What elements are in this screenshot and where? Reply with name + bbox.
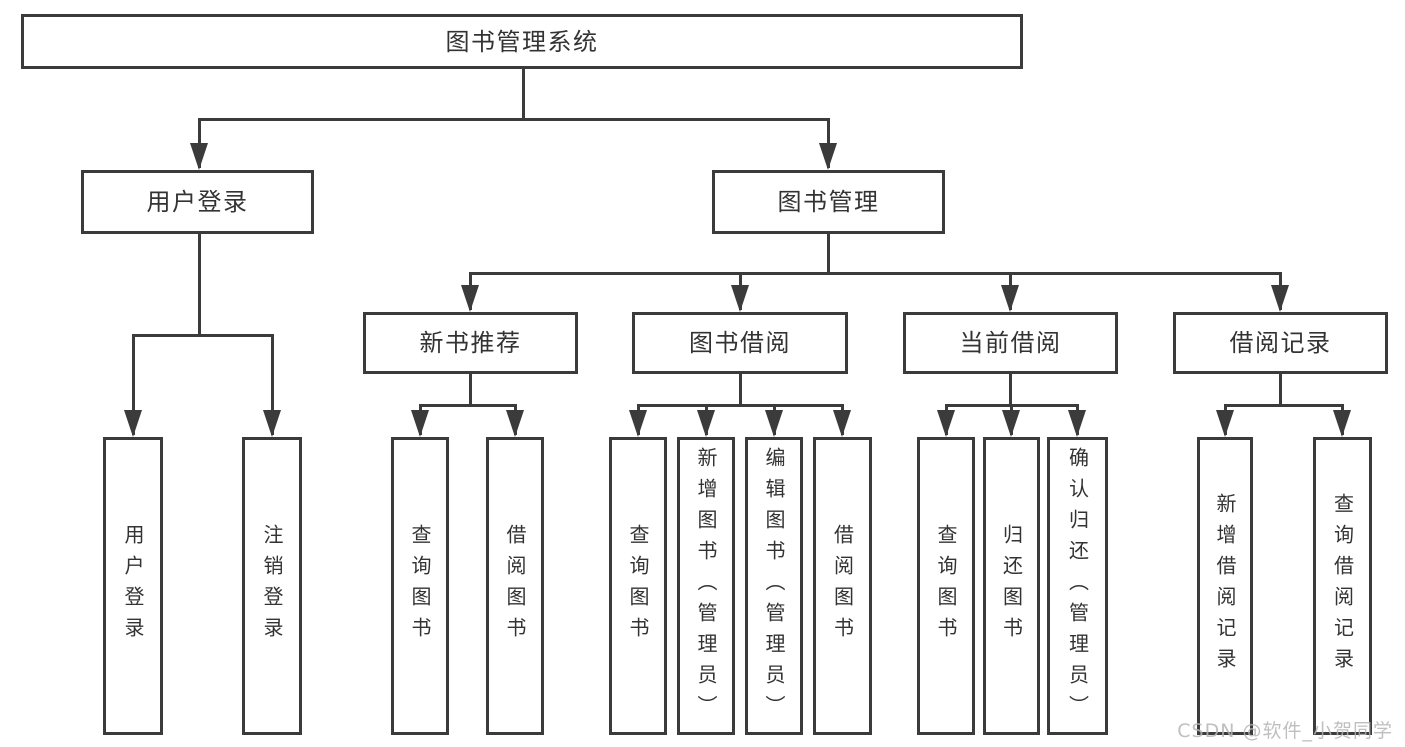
node-label-branch-current-borrowing: 当前借阅 [959, 329, 1062, 357]
arrowhead-down-icon-book-management-to-level3-2 [1001, 285, 1019, 312]
arrowhead-down-icon-current-borrowing-to-leaves-1 [1002, 410, 1020, 437]
node-label-branch-book-borrowing: 图书借阅 [689, 329, 791, 357]
node-label-leaf-logout: 注销登录 [260, 524, 284, 648]
arrowhead-down-icon-root-to-level2-1 [819, 143, 837, 170]
edge-rail-new-book-recommend-to-leaves [418, 403, 517, 407]
node-label-leaf-query-books-borrowing: 查询图书 [626, 524, 650, 648]
node-label-branch-user-login: 用户登录 [146, 188, 249, 216]
node-leaf-user-login: 用户登录 [103, 437, 163, 735]
edge-rail-user-login-to-leaves [131, 333, 274, 337]
arrowhead-down-icon-book-management-to-level3-1 [731, 285, 749, 312]
arrowhead-down-icon-book-management-to-level3-3 [1271, 285, 1289, 312]
edge-drop-user-login-to-leaves-0 [131, 335, 135, 435]
node-branch-borrowing-records: 借阅记录 [1173, 312, 1388, 374]
arrowhead-down-icon-borrowing-records-to-leaves-1 [1333, 410, 1351, 437]
node-branch-book-borrowing: 图书借阅 [632, 312, 848, 374]
node-label-leaf-borrow-books-recommend: 借阅图书 [503, 524, 527, 648]
arrowhead-down-icon-root-to-level2-0 [190, 143, 208, 170]
node-leaf-return-books: 归还图书 [983, 437, 1040, 735]
node-branch-book-management: 图书管理 [712, 170, 945, 234]
arrowhead-down-icon-current-borrowing-to-leaves-0 [937, 410, 955, 437]
node-label-leaf-query-books-current: 查询图书 [934, 524, 958, 648]
arrowhead-down-icon-book-borrowing-to-leaves-0 [629, 410, 647, 437]
node-label-leaf-return-books: 归还图书 [999, 524, 1024, 648]
arrowhead-down-icon-user-login-to-leaves-0 [124, 410, 142, 437]
node-label-leaf-add-books-admin: 新增图书（管理员） [694, 446, 718, 726]
node-label-leaf-edit-books-admin: 编辑图书（管理员） [762, 446, 786, 726]
node-label-root-system: 图书管理系统 [445, 27, 599, 56]
edge-rail-borrowing-records-to-leaves [1223, 403, 1344, 407]
arrowhead-down-icon-current-borrowing-to-leaves-2 [1068, 410, 1086, 437]
node-leaf-logout: 注销登录 [242, 437, 302, 735]
node-label-leaf-user-login: 用户登录 [121, 524, 145, 648]
arrowhead-down-icon-new-book-recommend-to-leaves-0 [411, 410, 429, 437]
edge-stub-root-to-level2 [521, 68, 525, 119]
watermark-text: CSDN @软件_小贺同学 [1177, 720, 1393, 742]
edge-rail-book-borrowing-to-leaves [636, 403, 844, 407]
node-branch-current-borrowing: 当前借阅 [903, 312, 1118, 374]
edge-rail-root-to-level2 [197, 117, 830, 121]
node-leaf-query-books-current: 查询图书 [917, 437, 975, 735]
node-branch-user-login: 用户登录 [81, 170, 314, 234]
arrowhead-down-icon-book-management-to-level3-0 [461, 285, 479, 312]
node-label-leaf-borrow-books-borrowing: 借阅图书 [830, 524, 855, 648]
edge-stub-book-borrowing-to-leaves [738, 374, 742, 405]
arrowhead-down-icon-book-borrowing-to-leaves-1 [697, 410, 715, 437]
node-label-branch-borrowing-records: 借阅记录 [1229, 329, 1332, 357]
node-label-leaf-confirm-return-admin: 确认归还（管理员） [1065, 446, 1090, 726]
edge-stub-user-login-to-leaves [197, 234, 201, 335]
arrowhead-down-icon-book-borrowing-to-leaves-3 [833, 410, 851, 437]
node-leaf-query-books-recommend: 查询图书 [391, 437, 449, 735]
arrowhead-down-icon-book-borrowing-to-leaves-2 [765, 410, 783, 437]
node-leaf-borrow-books-recommend: 借阅图书 [486, 437, 544, 735]
node-leaf-add-borrow-record: 新增借阅记录 [1197, 437, 1253, 735]
node-branch-new-book-recommend: 新书推荐 [363, 312, 578, 374]
node-leaf-add-books-admin: 新增图书（管理员） [677, 437, 735, 735]
node-label-branch-book-management: 图书管理 [777, 188, 880, 216]
edge-stub-current-borrowing-to-leaves [1008, 374, 1012, 405]
edge-stub-new-book-recommend-to-leaves [468, 374, 472, 405]
node-label-leaf-query-books-recommend: 查询图书 [408, 524, 432, 648]
arrowhead-down-icon-user-login-to-leaves-1 [263, 410, 281, 437]
arrowhead-down-icon-borrowing-records-to-leaves-0 [1216, 410, 1234, 437]
node-label-leaf-query-borrow-record: 查询借阅记录 [1330, 493, 1355, 679]
node-leaf-query-books-borrowing: 查询图书 [609, 437, 667, 735]
node-leaf-edit-books-admin: 编辑图书（管理员） [745, 437, 803, 735]
node-label-branch-new-book-recommend: 新书推荐 [419, 329, 522, 357]
node-label-leaf-add-borrow-record: 新增借阅记录 [1213, 493, 1237, 679]
node-leaf-confirm-return-admin: 确认归还（管理员） [1047, 437, 1108, 735]
edge-stub-borrowing-records-to-leaves [1278, 374, 1282, 405]
node-leaf-query-borrow-record: 查询借阅记录 [1313, 437, 1372, 735]
node-leaf-borrow-books-borrowing: 借阅图书 [813, 437, 872, 735]
edge-drop-user-login-to-leaves-1 [270, 335, 274, 435]
edge-rail-book-management-to-level3 [468, 271, 1282, 275]
edge-stub-book-management-to-level3 [826, 234, 830, 273]
arrowhead-down-icon-new-book-recommend-to-leaves-1 [506, 410, 524, 437]
node-root-system: 图书管理系统 [21, 14, 1023, 69]
